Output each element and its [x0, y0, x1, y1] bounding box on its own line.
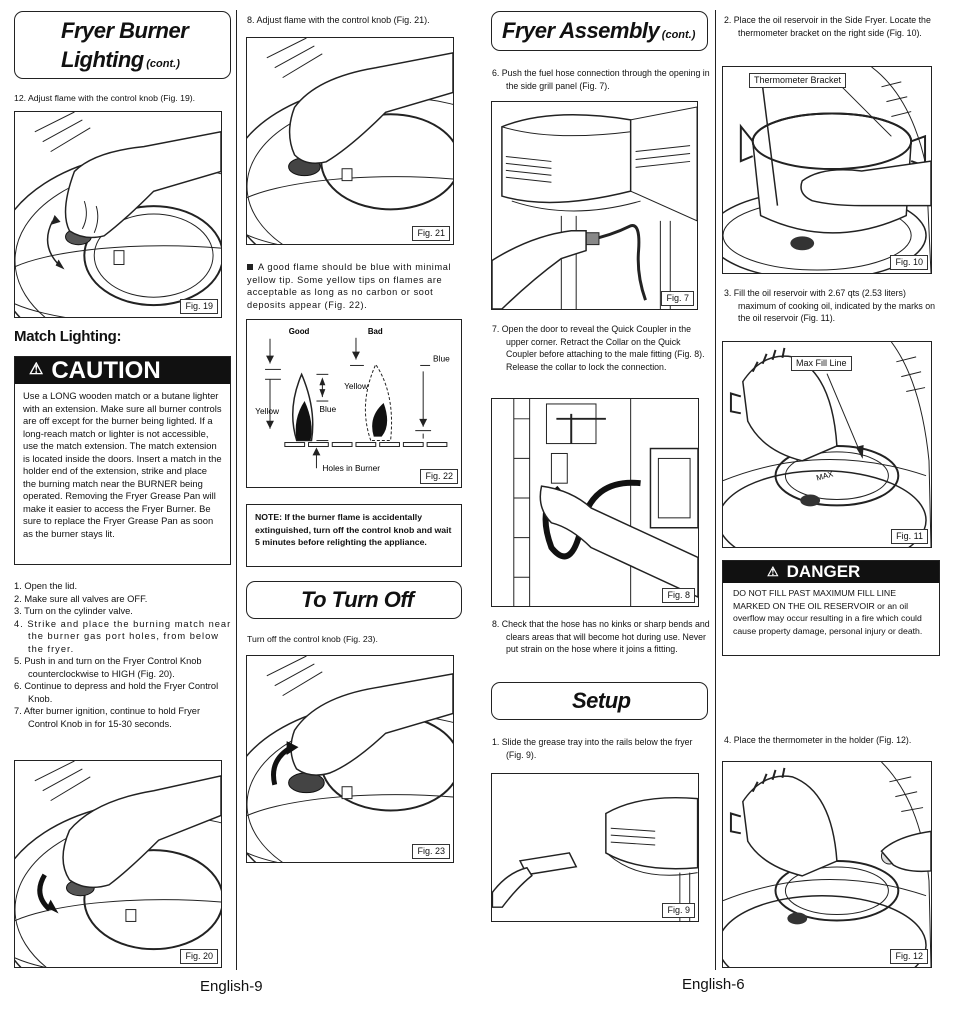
setup-text: Setup — [572, 688, 631, 713]
fig10-illustration — [723, 67, 931, 273]
figure-20: Fig. 20 — [14, 760, 222, 968]
fig10-label: Fig. 10 — [890, 255, 928, 270]
danger-header: ⚠ DANGER — [723, 561, 939, 583]
fig11-illustration: MAX — [723, 342, 931, 547]
step-item: 1. Open the lid. — [14, 581, 78, 591]
fryer-assembly-cont: (cont.) — [661, 29, 696, 41]
step-12: 12. Adjust flame with the control knob (… — [14, 93, 196, 103]
fig22-yellow-bad: Yellow — [344, 381, 369, 391]
step-item: 5. Push in and turn on the Fryer Control… — [14, 656, 202, 679]
step-item: 7. After burner ignition, continue to ho… — [14, 706, 201, 729]
fig11-label: Fig. 11 — [891, 529, 928, 544]
fryer-assembly-text: Fryer Assembly — [502, 18, 660, 43]
fig7-illustration — [492, 106, 697, 309]
figure-22: Good Bad Yellow Blue Yellow Blue Holes i… — [246, 319, 462, 488]
fig12-illustration — [723, 762, 931, 967]
fig20-label: Fig. 20 — [180, 949, 218, 964]
fig22-holes-label: Holes in Burner — [322, 463, 380, 473]
burner-holes — [284, 442, 448, 447]
title-line-1: Fryer Burner — [61, 18, 189, 43]
fig22-flame-diagram: Good Bad Yellow Blue Yellow Blue Holes i… — [255, 327, 450, 473]
fig12-label: Fig. 12 — [890, 949, 928, 964]
setup-step-1: 1. Slide the grease tray into the rails … — [492, 737, 693, 760]
figure-10: Thermometer Bracket Fig. 10 — [722, 66, 932, 274]
fig22-good-label: Good — [289, 327, 310, 336]
to-turn-off-title: To Turn Off — [246, 581, 462, 619]
turn-off-text: Turn off the control knob (Fig. 23). — [247, 634, 378, 644]
flame-text-body: A good flame should be blue with minimal… — [247, 262, 452, 310]
step-6: 6. Push the fuel hose connection through… — [492, 68, 710, 91]
step-item: 3. Turn on the cylinder valve. — [14, 606, 133, 616]
fig22-blue-good: Blue — [319, 404, 336, 414]
step-8-col3: 8. Check that the hose has no kinks or s… — [492, 619, 710, 654]
figure-23: Fig. 23 — [246, 655, 454, 863]
thermometer-bracket-callout: Thermometer Bracket — [749, 73, 847, 88]
fryer-burner-lighting-title: Fryer Burner Lighting (cont.) — [14, 11, 231, 79]
step-item: 6. Continue to depress and hold the Frye… — [14, 681, 219, 704]
fig9-illustration — [492, 796, 698, 921]
figure-7: Fig. 7 — [491, 101, 698, 310]
fig23-label: Fig. 23 — [412, 844, 450, 859]
fig22-blue-bad: Blue — [433, 354, 450, 364]
fig23-illustration — [247, 656, 453, 862]
fig19-illustration — [15, 112, 221, 317]
warning-triangle-icon: ⚠ — [767, 563, 779, 579]
max-mark: MAX — [815, 469, 835, 482]
danger-box: ⚠ DANGER DO NOT FILL PAST MAXIMUM FILL L… — [722, 560, 940, 656]
caution-title: CAUTION — [51, 356, 161, 384]
figure-12: Fig. 12 — [722, 761, 932, 968]
danger-title: DANGER — [786, 561, 861, 581]
step-4-col4: 4. Place the thermometer in the holder (… — [724, 735, 912, 745]
match-lighting-steps: 1. Open the lid. 2. Make sure all valves… — [14, 580, 232, 730]
caution-header: ⚠ CAUTION — [15, 357, 230, 384]
fig22-label: Fig. 22 — [420, 469, 458, 484]
bullet-square-icon — [247, 264, 253, 270]
fig22-bad-label: Bad — [368, 327, 383, 336]
caution-box: ⚠ CAUTION Use a LONG wooden match or a b… — [14, 356, 231, 565]
fryer-assembly-title: Fryer Assembly (cont.) — [491, 11, 708, 51]
fig21-illustration — [247, 38, 453, 244]
fig21-label: Fig. 21 — [412, 226, 450, 241]
figure-9: Fig. 9 — [491, 773, 699, 922]
danger-text: DO NOT FILL PAST MAXIMUM FILL LINE MARKE… — [733, 588, 923, 636]
step-2-col4: 2. Place the oil reservoir in the Side F… — [724, 15, 931, 38]
page-number-left: English-9 — [200, 978, 263, 995]
warning-triangle-icon: ⚠ — [29, 361, 44, 379]
fig20-illustration — [15, 761, 221, 967]
step-3-col4: 3. Fill the oil reservoir with 2.67 qts … — [724, 288, 936, 323]
setup-title: Setup — [491, 682, 708, 720]
title-line-2: Lighting — [61, 46, 144, 72]
note-box: NOTE: If the burner flame is accidentall… — [246, 504, 462, 567]
max-fill-line-callout: Max Fill Line — [791, 356, 852, 371]
step-item: 4. Strike and place the burning match ne… — [14, 618, 232, 654]
step-item: 2. Make sure all valves are OFF. — [14, 593, 148, 604]
caution-text: Use a LONG wooden match or a butane ligh… — [23, 390, 222, 539]
figure-8: Fig. 8 — [491, 398, 699, 607]
fig8-label: Fig. 8 — [662, 588, 695, 603]
step-7: 7. Open the door to reveal the Quick Cou… — [492, 324, 705, 372]
flame-text: A good flame should be blue with minimal… — [247, 261, 461, 311]
title-cont: (cont.) — [146, 57, 180, 70]
to-turn-off-text: To Turn Off — [301, 587, 414, 612]
figure-19: Fig. 19 — [14, 111, 222, 318]
column-divider-2 — [715, 10, 716, 970]
step-8-col2: 8. Adjust flame with the control knob (F… — [247, 15, 430, 25]
page-number-right: English-6 — [682, 976, 745, 993]
figure-11: MAX Max Fill Line Fig. 11 — [722, 341, 932, 548]
fig8-illustration — [513, 399, 698, 606]
figure-21: Fig. 21 — [246, 37, 454, 245]
column-divider-1 — [236, 10, 237, 970]
fig19-label: Fig. 19 — [180, 299, 218, 314]
fig7-label: Fig. 7 — [661, 291, 694, 306]
match-lighting-heading: Match Lighting: — [14, 328, 122, 345]
fig22-yellow-good: Yellow — [255, 406, 280, 416]
fig9-label: Fig. 9 — [662, 903, 695, 918]
